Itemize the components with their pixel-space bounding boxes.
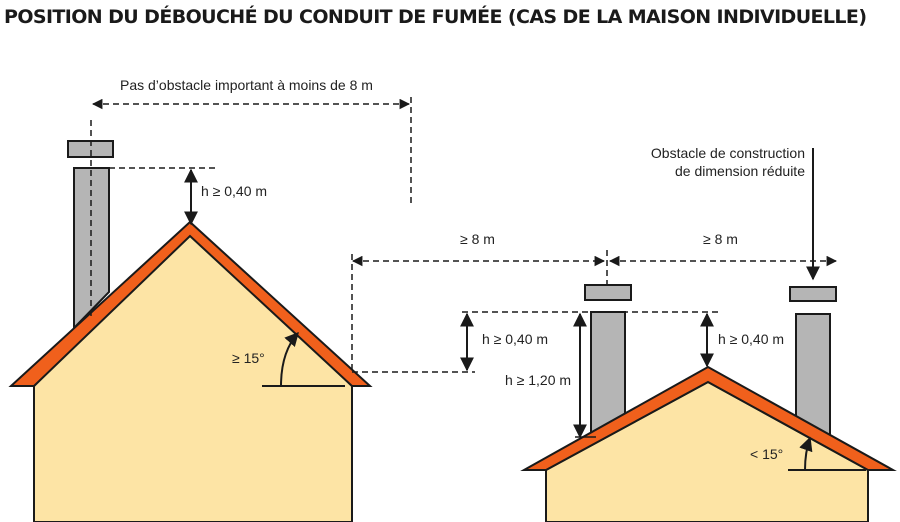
no-obstacle-label: Pas d’obstacle important à moins de 8 m bbox=[120, 77, 373, 93]
no-obstacle-dimension: Pas d’obstacle important à moins de 8 m bbox=[91, 77, 412, 205]
distance-dimensions: ≥ 8 m ≥ 8 m bbox=[351, 231, 838, 373]
left-house: h ≥ 0,40 m ≥ 15° bbox=[8, 120, 373, 522]
right-height-dimensions: h ≥ 0,40 m h ≥ 1,20 m h ≥ 0,40 m bbox=[460, 311, 784, 439]
h120-label: h ≥ 1,20 m bbox=[505, 372, 571, 388]
obstacle-cap bbox=[789, 286, 837, 302]
right-angle-label: < 15° bbox=[750, 446, 783, 462]
right-angle: < 15° bbox=[750, 436, 866, 471]
diagram-title: POSITION DU DÉBOUCHÉ DU CONDUIT DE FUMÉE… bbox=[4, 6, 867, 28]
obstacle-label-line1: Obstacle de construction bbox=[651, 145, 805, 161]
h040-right-label: h ≥ 0,40 m bbox=[718, 331, 784, 347]
obstacle-label-line2: de dimension réduite bbox=[675, 163, 805, 179]
left-height-label: h ≥ 0,40 m bbox=[201, 183, 267, 199]
left-angle-arc bbox=[280, 331, 299, 387]
right-house bbox=[520, 284, 897, 522]
dist-left-label: ≥ 8 m bbox=[460, 231, 495, 247]
h040-mid-label: h ≥ 0,40 m bbox=[482, 331, 548, 347]
left-house-chimney-stack bbox=[73, 167, 110, 331]
left-angle-label: ≥ 15° bbox=[232, 350, 265, 366]
dist-right-label: ≥ 8 m bbox=[703, 231, 738, 247]
right-angle-arc bbox=[799, 436, 813, 471]
mid-chimney-cap bbox=[584, 284, 632, 301]
obstacle-callout: Obstacle de construction de dimension ré… bbox=[651, 145, 820, 281]
